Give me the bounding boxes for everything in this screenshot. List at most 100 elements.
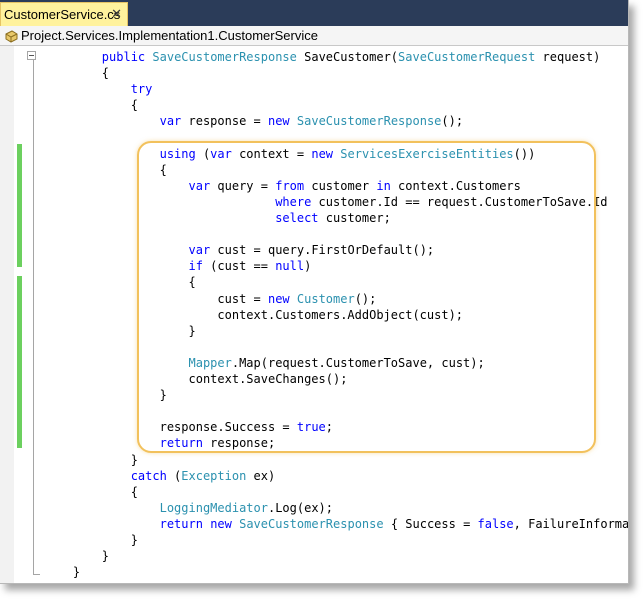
keyword-token: from bbox=[275, 178, 305, 193]
code-token bbox=[44, 114, 160, 128]
type-token: Mapper bbox=[188, 355, 232, 370]
code-line[interactable]: var cust = query.FirstOrDefault(); bbox=[44, 242, 435, 258]
code-token: .Map(request.CustomerToSave, cust); bbox=[231, 355, 485, 370]
code-token: { bbox=[44, 98, 138, 113]
code-line[interactable]: { bbox=[44, 484, 138, 500]
keyword-token: where bbox=[275, 194, 312, 209]
keyword-token: return bbox=[159, 436, 203, 451]
code-line[interactable]: catch (Exception ex) bbox=[44, 468, 276, 484]
code-line[interactable]: public SaveCustomerResponse SaveCustomer… bbox=[44, 49, 601, 65]
keyword-token: new bbox=[267, 291, 290, 306]
code-token: } bbox=[44, 452, 138, 467]
keyword-token: select bbox=[275, 211, 319, 225]
collapse-icon[interactable] bbox=[27, 51, 36, 60]
code-line[interactable]: { bbox=[44, 65, 109, 81]
code-token: context.Customers bbox=[390, 178, 521, 193]
type-token: Exception bbox=[181, 468, 247, 483]
code-token: } bbox=[44, 565, 81, 580]
code-line[interactable]: { bbox=[44, 97, 138, 113]
code-line[interactable]: where customer.Id == request.CustomerToS… bbox=[44, 194, 608, 210]
code-line[interactable]: cust = new Customer(); bbox=[44, 291, 376, 307]
code-line[interactable]: } bbox=[44, 532, 138, 548]
code-token: ( bbox=[166, 468, 182, 483]
code-line[interactable]: return new SaveCustomerResponse { Succes… bbox=[44, 516, 628, 532]
keyword-token: var bbox=[159, 114, 182, 129]
code-token: ex) bbox=[246, 468, 276, 483]
editor-window: CustomerService.cs ✕ Project.Services.Im… bbox=[0, 0, 629, 584]
code-token: .Log(ex); bbox=[267, 500, 333, 515]
type-token: SaveCustomerResponse bbox=[239, 516, 384, 531]
code-line[interactable]: if (cust == null) bbox=[44, 258, 312, 274]
change-bar bbox=[17, 276, 22, 448]
code-line[interactable]: } bbox=[44, 323, 195, 339]
outline-end bbox=[33, 574, 40, 575]
code-line[interactable]: LoggingMediator.Log(ex); bbox=[44, 500, 333, 516]
code-token: ()) bbox=[513, 146, 536, 161]
code-line[interactable]: try bbox=[44, 81, 153, 97]
code-line[interactable]: select customer; bbox=[44, 210, 391, 226]
code-token: response.Success = bbox=[44, 420, 297, 435]
code-token: cust = query.FirstOrDefault(); bbox=[210, 243, 435, 258]
code-token: } bbox=[44, 533, 138, 547]
code-line[interactable]: } bbox=[44, 452, 138, 468]
code-line[interactable]: var response = new SaveCustomerResponse(… bbox=[44, 113, 464, 129]
type-token: Customer bbox=[296, 291, 355, 306]
code-token: } bbox=[44, 549, 110, 564]
keyword-token: var bbox=[188, 178, 211, 193]
keyword-token: null bbox=[275, 259, 305, 274]
code-line[interactable]: { bbox=[44, 274, 196, 290]
code-line[interactable]: { bbox=[44, 162, 167, 178]
tab-customerservice-cs[interactable]: CustomerService.cs ✕ bbox=[0, 2, 128, 26]
code-token: customer; bbox=[318, 211, 391, 225]
keyword-token: false bbox=[477, 516, 514, 531]
keyword-token: new bbox=[311, 146, 334, 161]
code-line[interactable]: response.Success = true; bbox=[44, 419, 333, 435]
code-line[interactable]: var query = from customer in context.Cus… bbox=[44, 178, 521, 194]
keyword-token: return bbox=[159, 516, 203, 531]
keyword-token: if bbox=[188, 259, 203, 274]
code-line[interactable]: return response; bbox=[44, 435, 276, 451]
code-token bbox=[44, 469, 131, 483]
code-token bbox=[44, 50, 102, 64]
code-token: (); bbox=[441, 114, 464, 129]
class-icon bbox=[3, 28, 19, 44]
keyword-token: using bbox=[159, 146, 196, 161]
outline-line bbox=[33, 60, 34, 574]
keyword-token: var bbox=[188, 243, 211, 258]
code-token: context.Customers.AddObject(cust); bbox=[44, 307, 464, 322]
indicator-margin bbox=[0, 46, 14, 583]
close-icon[interactable]: ✕ bbox=[111, 6, 122, 21]
code-token: } bbox=[44, 388, 167, 403]
code-token: ; bbox=[325, 420, 334, 435]
code-line[interactable]: using (var context = new ServicesExercis… bbox=[44, 146, 536, 162]
code-token: query = bbox=[210, 178, 276, 193]
code-token: { bbox=[44, 275, 196, 290]
type-token: LoggingMediator bbox=[159, 500, 268, 515]
code-token: customer.Id == request.CustomerToSave.Id bbox=[311, 194, 608, 209]
code-text-area[interactable]: public SaveCustomerResponse SaveCustomer… bbox=[44, 46, 628, 583]
code-line[interactable]: } bbox=[44, 564, 80, 580]
navigation-bar[interactable]: Project.Services.Implementation1.Custome… bbox=[0, 26, 628, 46]
code-token: SaveCustomer( bbox=[296, 50, 399, 64]
code-token: context = bbox=[231, 146, 312, 161]
code-editor[interactable]: public SaveCustomerResponse SaveCustomer… bbox=[0, 46, 628, 583]
code-line[interactable]: Mapper.Map(request.CustomerToSave, cust)… bbox=[44, 355, 485, 371]
tab-title: CustomerService.cs bbox=[4, 7, 121, 22]
type-dropdown[interactable]: Project.Services.Implementation1.Custome… bbox=[21, 28, 318, 43]
keyword-token: try bbox=[130, 82, 153, 97]
document-tab-strip: CustomerService.cs ✕ bbox=[0, 0, 628, 26]
keyword-token: public bbox=[101, 50, 146, 64]
code-line[interactable]: } bbox=[44, 548, 109, 564]
code-line[interactable]: context.Customers.AddObject(cust); bbox=[44, 307, 463, 323]
code-line[interactable]: } bbox=[44, 387, 167, 403]
code-token: ( bbox=[195, 146, 211, 161]
code-line[interactable]: context.SaveChanges(); bbox=[44, 371, 347, 387]
code-token bbox=[44, 501, 160, 515]
code-token: { bbox=[44, 66, 110, 81]
code-token: response; bbox=[202, 436, 276, 451]
type-token: SaveCustomerResponse bbox=[152, 50, 297, 64]
code-token: request) bbox=[535, 50, 601, 64]
keyword-token: catch bbox=[130, 468, 167, 483]
type-token: ServicesExerciseEntities bbox=[340, 146, 514, 161]
code-token: response = bbox=[181, 114, 268, 129]
